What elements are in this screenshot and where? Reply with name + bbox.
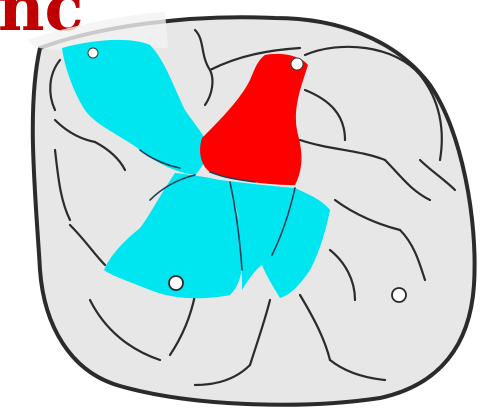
- marker-dot-top-left: [88, 48, 98, 58]
- marker-dot-bottom-left: [169, 276, 183, 290]
- marker-dot-red: [291, 58, 303, 70]
- marker-dot-bottom-right: [392, 288, 406, 302]
